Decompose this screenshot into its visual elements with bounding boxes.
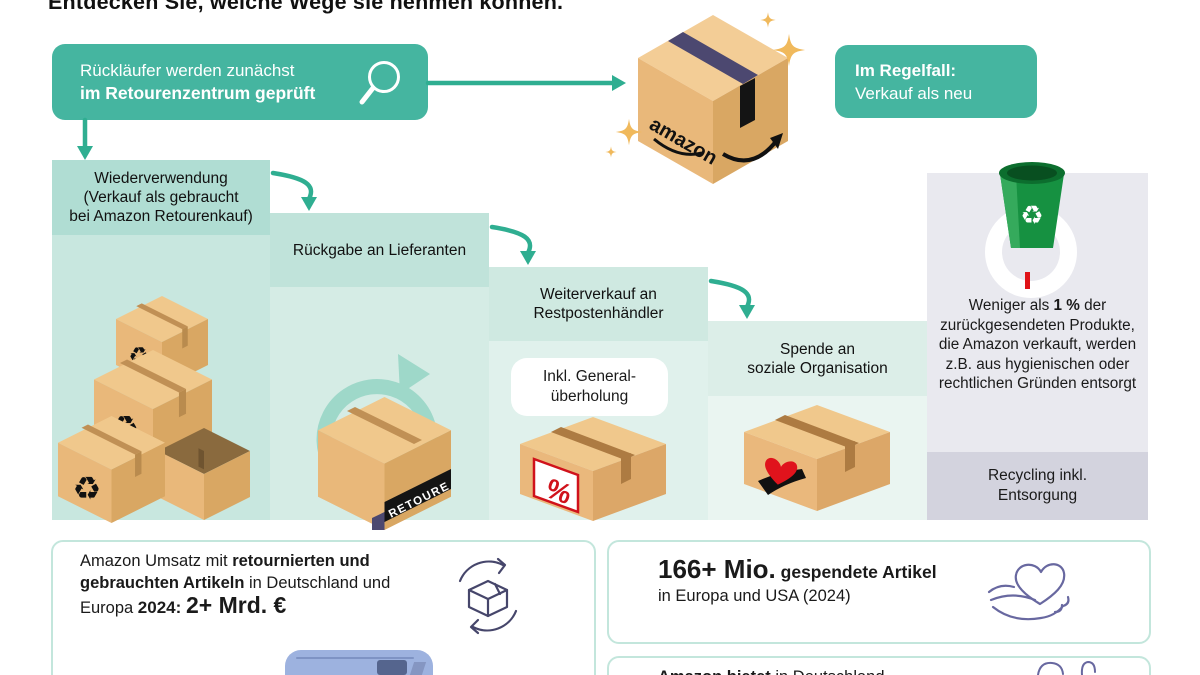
step-reuse-header: Wiederverwendung (Verkauf als gebraucht … [52,160,270,235]
arrow-step2-step3 [489,224,533,256]
one-percent-marker [1025,272,1030,289]
discount-label [532,457,580,514]
heart-icon [765,457,798,485]
van-window [377,660,407,675]
disposal-text: Weniger als 1 % der zurückgesendeten Pro… [938,297,1137,392]
locations-text: Amazon bietet in Deutschland [658,668,988,675]
tape-strip-front [740,78,755,128]
arrow-step3-step4 [708,278,752,310]
retoure-banner [384,469,451,522]
locations-card [607,656,1151,675]
arrow-step1-step2 [270,170,314,202]
tape-corner [372,512,385,530]
amazon-smile-icon [653,137,703,156]
percent-box-illustration: % [520,417,666,521]
step-donation-header: Spende an soziale Organisation [708,321,927,396]
recycle-bin-icon: ♻ [999,162,1065,248]
heart-icon [1014,563,1066,606]
retoure-box-illustration: RETOURE [316,354,452,530]
page-title: Entdecken Sie, welche Wege sie nehmen kö… [48,0,564,14]
disposal-footer: Recycling inkl. Entsorgung [927,452,1148,520]
donation-box-illustration [744,405,890,511]
magnifier-icon [359,61,400,105]
box-cycle-icon [458,557,518,635]
revenue-text: Amazon Umsatz mit retournierten und gebr… [80,552,391,618]
delivery-van-illustration [285,650,433,675]
default-result-box: Im Regelfall: Verkauf als neu [835,45,1037,118]
hand-heart-icon [987,563,1070,621]
tape-stripe [668,32,758,84]
hand-icon [1037,660,1096,675]
default-result-text: Im Regelfall: Verkauf als neu [855,60,973,103]
refurbish-note: Inkl. General- überholung [511,358,668,416]
box-stack-illustration: ♻ ♻ ♻ [58,296,250,523]
step-liquidator-header: Weiterverkauf an Restpostenhändler [489,267,708,341]
smile-arrow-icon [721,138,779,163]
step-supplier-header: Rückgabe an Lieferanten [270,213,489,287]
returns-check-box: Rückläufer werden zunächst im Retourenze… [52,44,428,120]
recycle-symbol-icon: ♻ [1020,200,1043,230]
open-box [158,428,250,520]
recycle-symbol-icon: ♻ [72,470,101,506]
donations-card [607,540,1151,644]
parcel-box: ♻ [58,416,165,523]
returns-check-text: Rückläufer werden zunächst im Retourenze… [80,61,316,103]
amazon-parcel-illustration: amazon [638,15,788,184]
parcel-box: RETOURE [318,397,452,530]
